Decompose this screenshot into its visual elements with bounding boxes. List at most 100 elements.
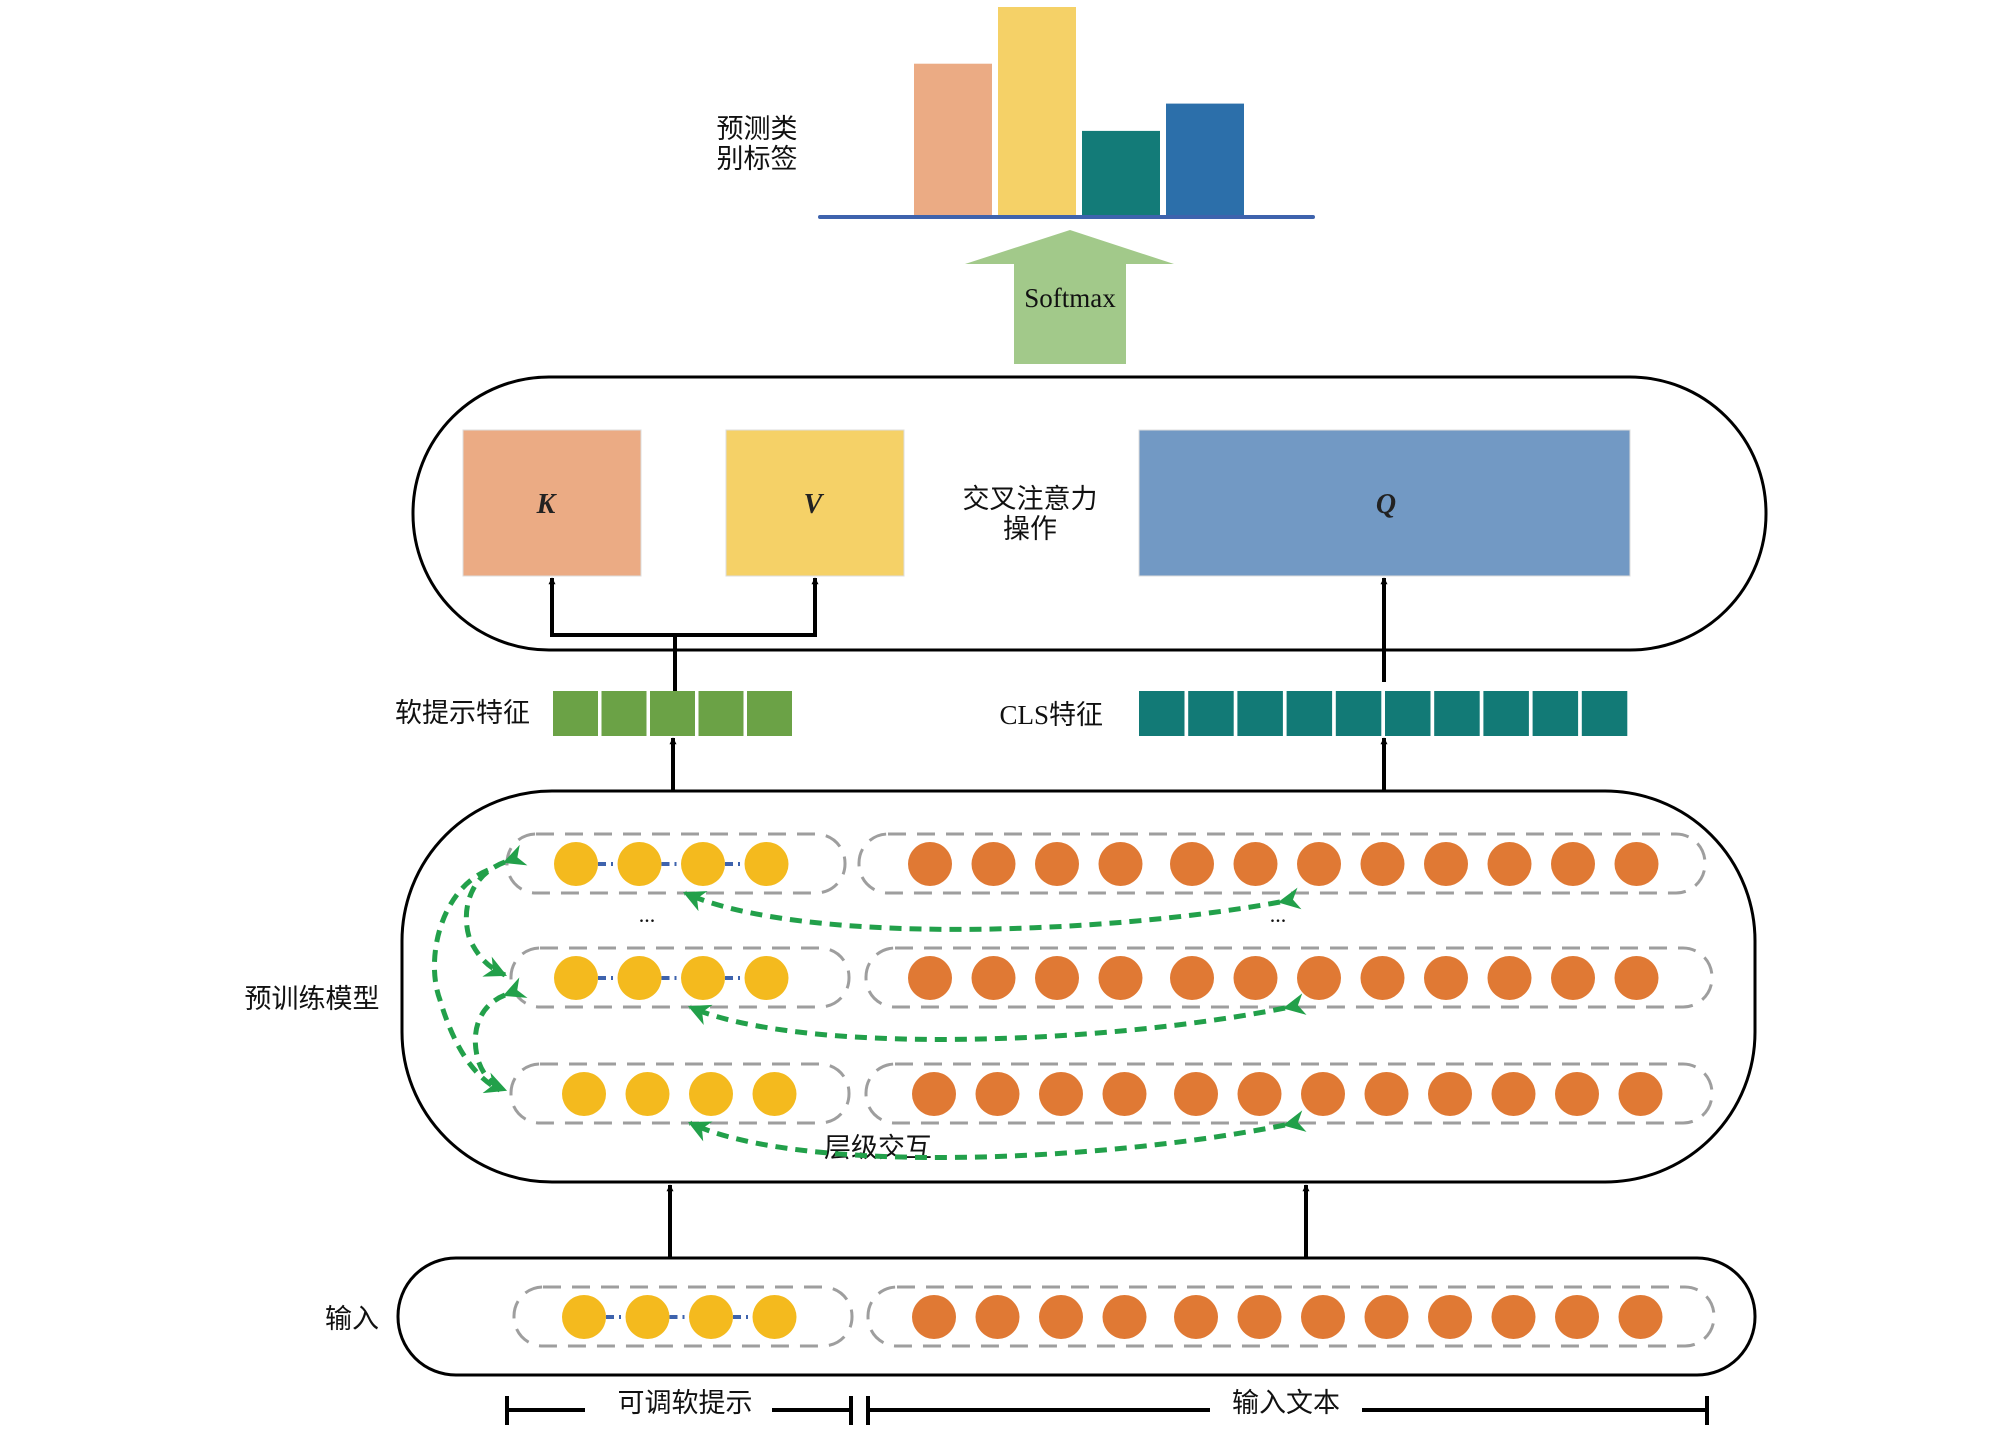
text-token [1360, 956, 1405, 1000]
interaction-arrow [431, 867, 502, 1093]
attention-op-line2: 操作 [1003, 514, 1057, 545]
text-token [1487, 956, 1532, 1000]
text-token [1301, 1072, 1345, 1116]
text-token [1360, 842, 1405, 886]
cls-feature-cell [1139, 691, 1185, 736]
text-token [1039, 1295, 1083, 1339]
interaction-arrow [688, 1110, 1307, 1160]
prompt-token [554, 842, 598, 886]
cls-feature-cell [1335, 691, 1382, 736]
text-span-label: 输入文本 [1232, 1388, 1340, 1419]
text-token [1174, 1295, 1218, 1339]
text-token [1233, 842, 1278, 886]
prompt-token [681, 842, 725, 886]
text-token [975, 1295, 1020, 1339]
text-token [1364, 1295, 1409, 1339]
k-block [462, 429, 642, 577]
text-token-group [864, 946, 1714, 1009]
cls-feature-cell [1188, 691, 1234, 736]
cls-feature-cell [1532, 691, 1579, 736]
text-token [912, 1072, 956, 1116]
q-label: Q [1376, 489, 1396, 520]
soft-feature-cell [747, 691, 792, 736]
output-bar [1166, 103, 1244, 217]
text-token [1237, 1295, 1282, 1339]
text-token [1102, 1295, 1147, 1339]
interaction-arrow [463, 844, 528, 978]
attention-op-line1: 交叉注意力 [963, 484, 1098, 515]
prompt-token-group [512, 1285, 854, 1348]
prompt-span-bracket [505, 1396, 853, 1425]
text-token [908, 842, 952, 886]
text-token [1364, 1072, 1409, 1116]
prompt-span-label: 可调软提示 [618, 1388, 753, 1419]
soft-feature-cell [553, 691, 598, 736]
cls-feature-label: CLS特征 [999, 700, 1103, 730]
text-token [1618, 1072, 1663, 1116]
prompt-token [617, 842, 662, 886]
text-span-bracket [866, 1396, 1709, 1425]
text-token [1551, 842, 1595, 886]
soft-feature-vector [553, 691, 792, 736]
text-token [1428, 1295, 1472, 1339]
attention-module [411, 375, 1768, 652]
prompt-token [689, 1072, 733, 1116]
text-token-group [857, 832, 1707, 895]
text-token [1487, 842, 1532, 886]
model-layers [505, 832, 1714, 1125]
text-token [1424, 956, 1468, 1000]
cls-feature-vector [1139, 691, 1628, 736]
cls-feature-cell [1237, 691, 1283, 736]
prompt-token [744, 842, 789, 886]
layer-interaction-arrows [431, 844, 1307, 1160]
output-chart [914, 7, 1244, 218]
text-token [1301, 1295, 1345, 1339]
v-label: V [804, 489, 825, 520]
softmax-arrow [965, 230, 1174, 364]
text-token [1170, 842, 1214, 886]
text-token [1170, 956, 1214, 1000]
text-token [975, 1072, 1020, 1116]
interaction-arrow [687, 993, 1307, 1042]
text-token [1428, 1072, 1472, 1116]
prompt-token [752, 1072, 797, 1116]
prompt-token [625, 1072, 670, 1116]
text-token [1614, 956, 1659, 1000]
text-token [1098, 956, 1143, 1000]
output-label-line1: 预测类 [717, 114, 798, 145]
text-token [1233, 956, 1278, 1000]
text-token [1039, 1072, 1083, 1116]
text-token [1618, 1295, 1663, 1339]
interaction-arrow [472, 977, 528, 1094]
text-token [1098, 842, 1143, 886]
prompt-token [562, 1295, 606, 1339]
text-token [1491, 1295, 1536, 1339]
text-token [1237, 1072, 1282, 1116]
softmax-label: Softmax [1024, 283, 1116, 313]
output-bar [998, 7, 1076, 217]
v-block [725, 429, 905, 577]
text-token [908, 956, 952, 1000]
pretrained-model [400, 789, 1757, 1184]
text-token [1555, 1072, 1599, 1116]
text-token [1102, 1072, 1147, 1116]
prompt-token [689, 1295, 733, 1339]
text-token [1035, 842, 1079, 886]
output-bar [1082, 130, 1160, 217]
text-token [1297, 956, 1341, 1000]
prompt-token [744, 956, 789, 1000]
cls-feature-cell [1385, 691, 1431, 736]
prompt-token [554, 956, 598, 1000]
soft-feature-cell [601, 691, 647, 736]
text-token-group [864, 1062, 1714, 1125]
soft-feature-label: 软提示特征 [395, 698, 530, 729]
soft-feature-cell [650, 691, 695, 736]
prompt-token [562, 1072, 606, 1116]
prompt-token [617, 956, 662, 1000]
ellipsis-prompt: ... [639, 902, 656, 927]
input-tokens [512, 1285, 1716, 1348]
text-token [1555, 1295, 1599, 1339]
soft-feature-cell [698, 691, 744, 736]
text-token [1035, 956, 1079, 1000]
